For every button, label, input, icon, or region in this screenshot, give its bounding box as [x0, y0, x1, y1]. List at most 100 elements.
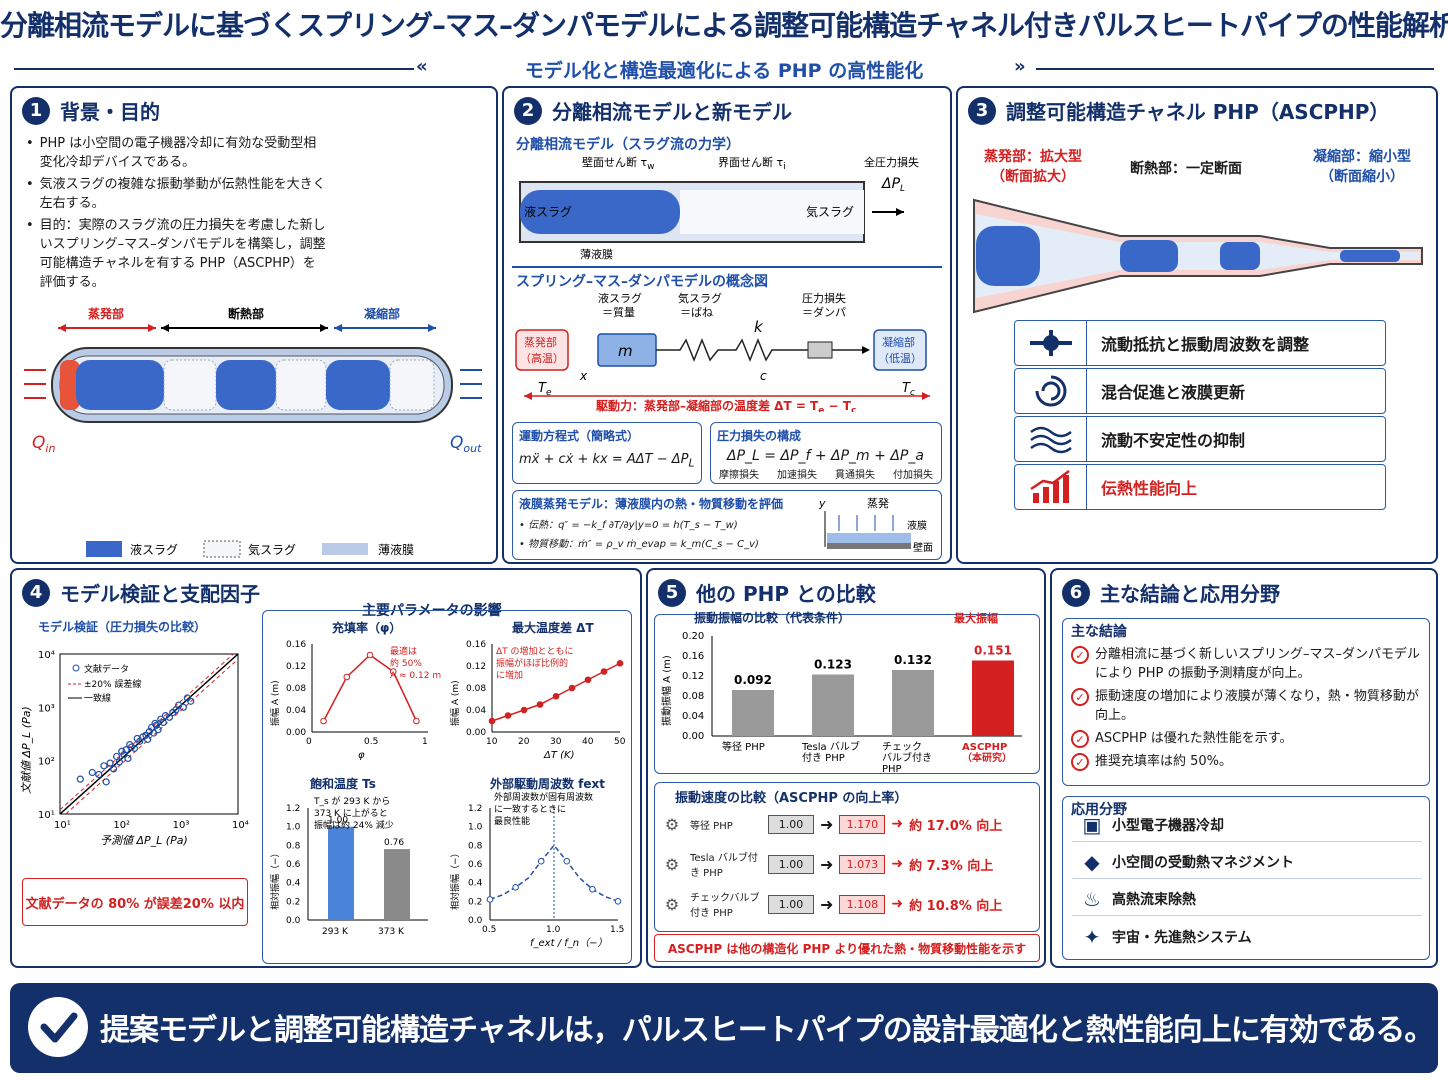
- php-icon: ⚙: [664, 894, 680, 914]
- heat-in-icon: [24, 369, 46, 399]
- y-tick-label: 0.8: [286, 841, 301, 851]
- gain-label: 約 17.0% 向上: [909, 818, 1003, 834]
- data-point: [102, 778, 110, 786]
- checkmark-icon: [28, 997, 88, 1057]
- bar-value-label: 0.092: [734, 673, 772, 687]
- bar: [812, 674, 854, 736]
- cond-label: 凝縮部: [364, 306, 400, 321]
- y-tick-label: 0.08: [286, 684, 306, 694]
- eom-box: 運動方程式（簡略式） mẍ + cẋ + kx = AΔT − ΔPL: [512, 422, 702, 484]
- y-axis-label: 相対振幅（−）: [269, 848, 281, 910]
- y-tick-label: 0.12: [682, 671, 704, 682]
- y-tick-label: 0.16: [682, 651, 704, 662]
- data-point: [600, 668, 608, 675]
- spring-icon: [656, 337, 808, 363]
- x-axis-label: f_ext / f_n（−）: [530, 937, 607, 949]
- y-tick-label: 1.0: [468, 823, 483, 833]
- asc-value: 1.170: [839, 814, 886, 834]
- x-tick-label: 10⁴: [232, 820, 249, 831]
- data-point: [568, 684, 576, 692]
- y-tick-label: 0.08: [682, 691, 704, 702]
- validation-note: 文献データの 80% が誤差20% 以内: [22, 878, 248, 926]
- php-icon: ⚙: [664, 814, 680, 834]
- swirl-icon: [1015, 369, 1087, 413]
- x-tick-label: 10: [486, 737, 498, 747]
- x-tick-label: 0.5: [482, 925, 496, 935]
- chip-icon: ▣: [1082, 813, 1102, 837]
- x-tick-label: 0.5: [364, 737, 378, 747]
- amp-box: [654, 614, 1040, 774]
- legend-marker: [72, 664, 80, 672]
- x-tick-label: （本研究）: [962, 751, 1012, 764]
- y-tick-label: 0.12: [466, 662, 486, 672]
- eom-equation: mẍ + cẋ + kx = AΔT − ΔPL: [519, 452, 695, 470]
- y-tick-label: 0.00: [466, 728, 486, 738]
- y-tick-label: 0.4: [468, 879, 483, 889]
- bar-value-label: 0.123: [814, 658, 852, 672]
- check-icon: ✓: [1071, 753, 1089, 771]
- app-item: ✦宇宙・先進熱システム: [1072, 920, 1422, 953]
- legend-label: 一致線: [84, 692, 111, 704]
- svg-text:気スラグ: 気スラグ: [678, 291, 722, 305]
- evap-box: [515, 329, 569, 371]
- data-point: [520, 706, 528, 714]
- section-heading: モデル検証と支配因子: [60, 582, 260, 606]
- chart-note: 振幅がほぼ比例的: [496, 657, 568, 669]
- spring-mass-damper-diagram: 液スラグ＝質量 気スラグ＝ばね k 圧力損失＝ダンパ 蒸発部（高温） m 凝縮部…: [515, 291, 930, 412]
- pl-terms: 摩擦損失加速損失貫通損失付加損失: [719, 470, 933, 481]
- section-heading: 分離相流モデルと新モデル: [552, 100, 792, 124]
- svg-text:液膜: 液膜: [907, 519, 927, 532]
- flow-control-icon: [1015, 321, 1087, 365]
- app-item: ♨高熱流束除熱: [1072, 883, 1422, 916]
- bar-value-label: 0.151: [974, 644, 1012, 658]
- x-tick-label: 373 K: [378, 927, 405, 937]
- section-number: 6: [1062, 578, 1090, 607]
- data-point: [154, 726, 162, 734]
- data-point: [504, 712, 512, 719]
- svg-text:（高温）: （高温）: [520, 351, 564, 365]
- gain-label: 約 10.8% 向上: [909, 898, 1003, 914]
- subtitle: モデル化と構造最適化による PHP の高性能化: [524, 60, 924, 82]
- x-axis-label: φ: [358, 750, 365, 761]
- conclusion-item: ✓推奨充填率は約 50%。: [1071, 752, 1421, 771]
- bullet-item: •PHP は小空間の電子機器冷却に有効な受動型相変化冷却デバイスである。: [26, 136, 317, 170]
- chart-title: 充填率（φ）: [332, 620, 401, 635]
- data-point: [165, 713, 174, 721]
- data-point: [144, 735, 152, 744]
- svg-text:蒸発部: 蒸発部: [524, 335, 557, 349]
- data-point: [563, 857, 571, 865]
- feature-item: 流動不安定性の抑制: [1014, 416, 1386, 462]
- section-number: 3: [968, 96, 996, 125]
- bar-value-label: 0.132: [894, 653, 932, 667]
- section-heading: 主な結論と応用分野: [1100, 582, 1280, 606]
- arrow-icon: ➜: [820, 814, 834, 834]
- chart-note: 373 K に上がると: [314, 807, 388, 819]
- data-point: [413, 717, 420, 725]
- bullet-item: •気液スラグの複雑な振動挙動が伝熱性能を大きく左右する。: [26, 177, 326, 211]
- satellite-icon: ✦: [1083, 924, 1101, 949]
- chevron-right-icon: »: [1014, 56, 1026, 77]
- wall-shear-label: 壁面せん断 τw: [582, 155, 655, 172]
- arrow-icon: ➜: [891, 856, 904, 872]
- conclusion-box: 主な結論 ✓分離相流に基づく新しいスプリング–マス–ダンパモデルにより PHP …: [1062, 618, 1430, 786]
- svg-text:x: x: [579, 369, 588, 383]
- bar: [972, 660, 1014, 736]
- subtitle-bar: « モデル化と構造最適化による PHP の高性能化 »: [14, 56, 1434, 82]
- y-tick-label: 10¹: [38, 810, 55, 821]
- check-icon: ✓: [1071, 646, 1089, 664]
- y-tick-label: 0.16: [286, 640, 306, 650]
- x-tick-label: PHP: [882, 764, 902, 775]
- svg-text:Te: Te: [538, 381, 552, 398]
- conclusion-banner: 提案モデルと調整可能構造チャネルは，パルスヒートパイプの設計最適化と熱性能向上に…: [10, 983, 1438, 1073]
- chart-note: に増加: [496, 669, 523, 681]
- liquid-label: 液スラグ: [524, 204, 572, 219]
- x-tick-label: 293 K: [322, 927, 349, 937]
- x-tick-label: 付き PHP: [802, 751, 845, 764]
- data-point: [124, 754, 132, 763]
- svg-text:圧力損失: 圧力損失: [802, 291, 846, 305]
- y-tick-label: 0.0: [286, 916, 301, 926]
